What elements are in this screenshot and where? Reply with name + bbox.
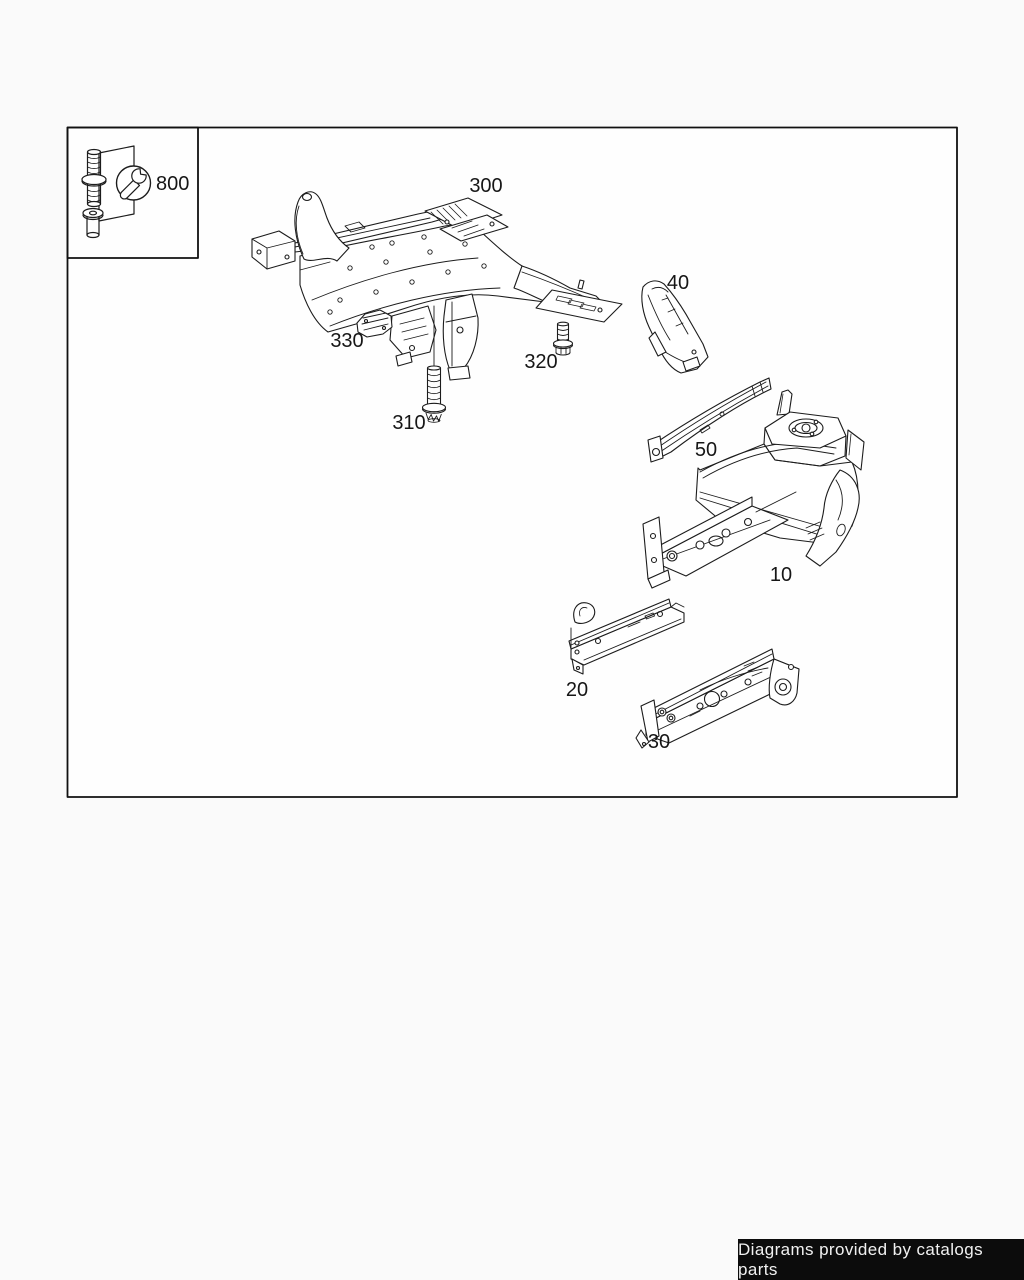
part-label-10[interactable]: 10 xyxy=(770,564,792,586)
part-40-drawing xyxy=(641,280,709,374)
part-label-20[interactable]: 20 xyxy=(566,679,588,701)
footer-attribution-bar: Diagrams provided by catalogs parts xyxy=(738,1239,1024,1280)
part-30-drawing xyxy=(635,648,800,749)
legend-box xyxy=(66,126,199,259)
part-label-330[interactable]: 330 xyxy=(330,330,363,352)
part-label-300[interactable]: 300 xyxy=(469,175,502,197)
part-10-drawing xyxy=(642,389,865,589)
footer-attribution-text: Diagrams provided by catalogs parts xyxy=(738,1239,983,1279)
part-20-drawing xyxy=(568,598,685,675)
part-300-drawing xyxy=(251,191,623,381)
part-label-320[interactable]: 320 xyxy=(524,351,557,373)
wrench-badge-icon xyxy=(115,165,152,201)
part-label-310[interactable]: 310 xyxy=(392,412,425,434)
part-label-40[interactable]: 40 xyxy=(667,272,689,294)
part-label-800[interactable]: 800 xyxy=(156,173,189,195)
part-50-drawing xyxy=(647,377,772,463)
bolt-310-drawing xyxy=(421,365,447,423)
part-label-30[interactable]: 30 xyxy=(648,731,670,753)
diagram-frame xyxy=(66,126,958,798)
bolt-320-drawing xyxy=(552,321,574,356)
stud-bolt-icon xyxy=(81,148,107,239)
part-330-drawing xyxy=(356,309,393,338)
part-label-50[interactable]: 50 xyxy=(695,439,717,461)
